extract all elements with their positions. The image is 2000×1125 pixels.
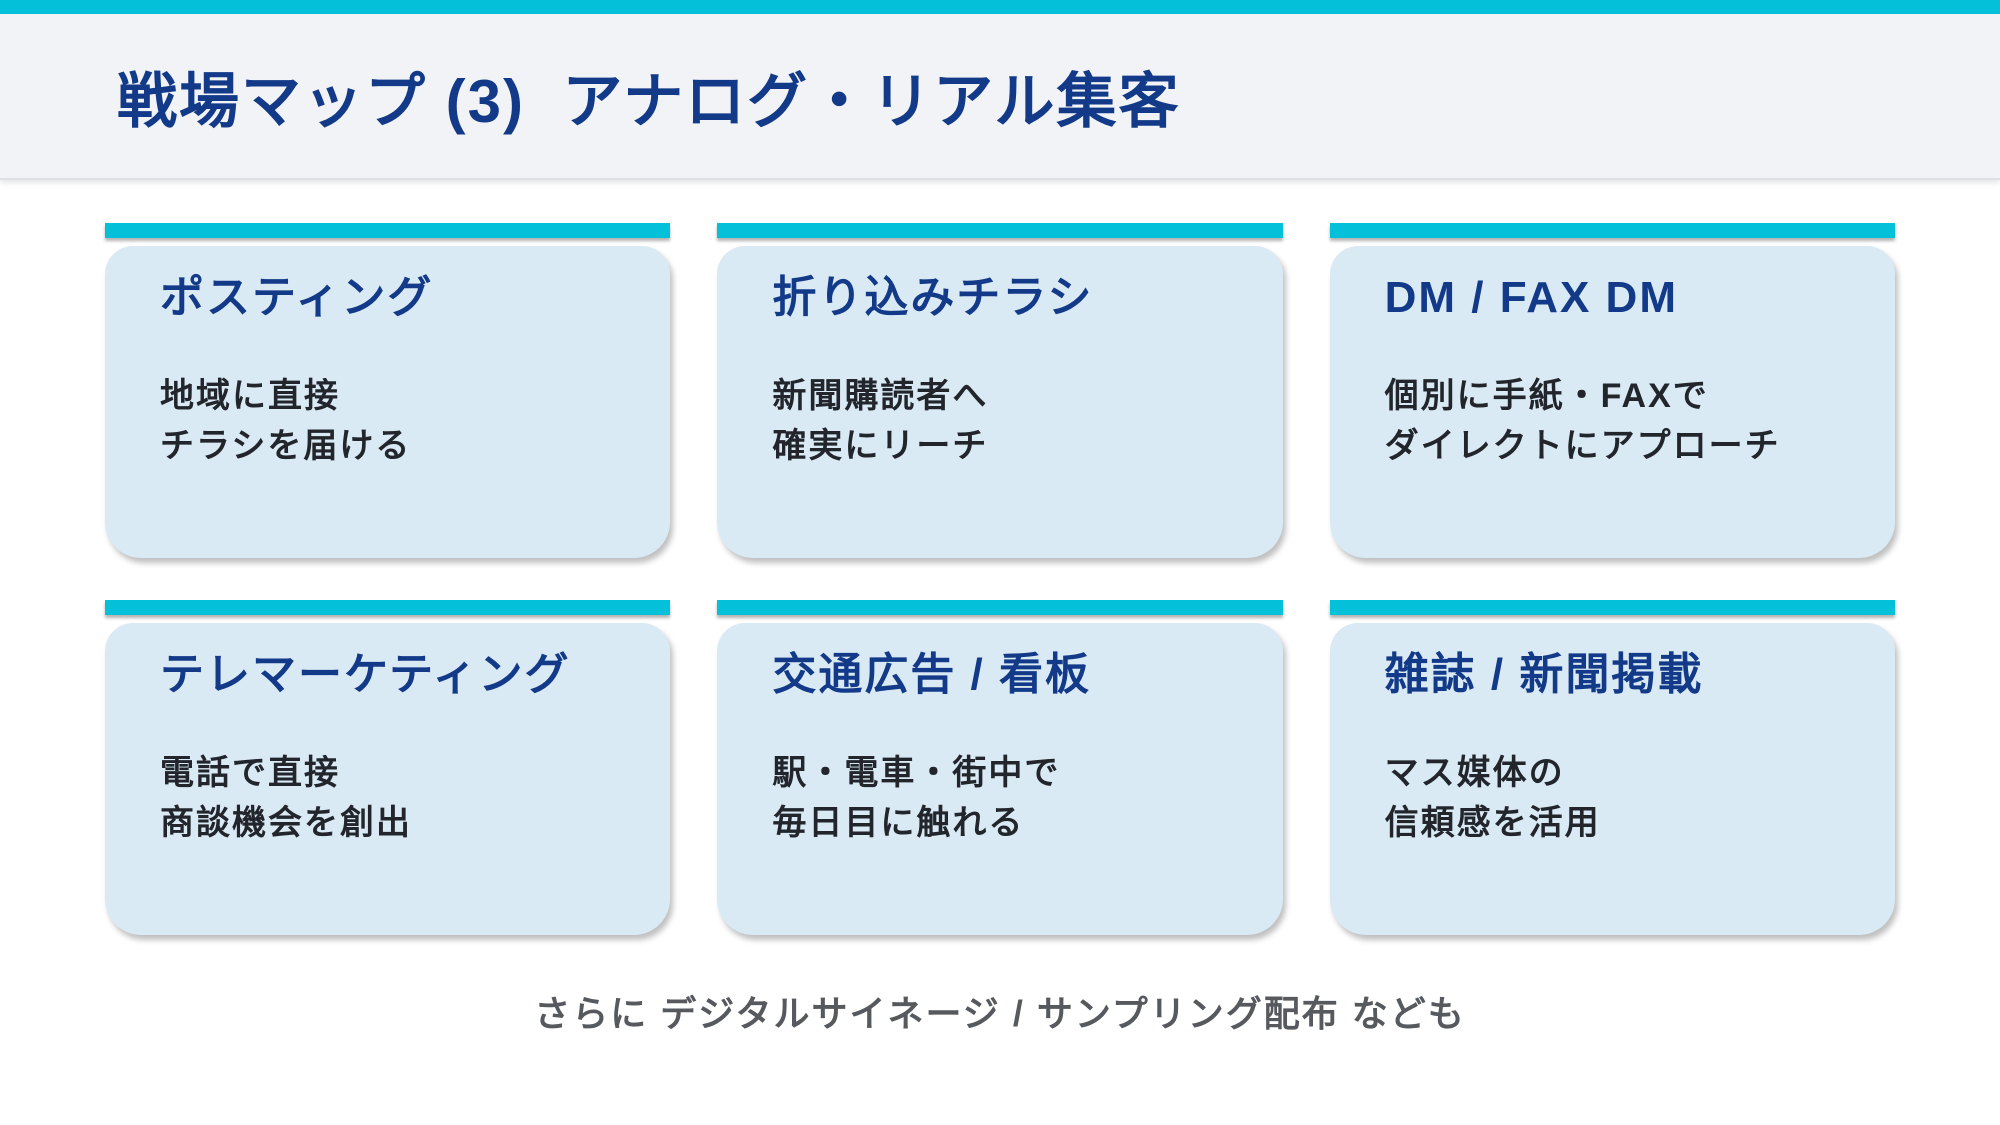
card-title: 交通広告 / 看板 xyxy=(772,650,1092,699)
card-accent-bar xyxy=(105,600,671,615)
footer-note: さらに デジタルサイネージ / サンプリング配布 なども xyxy=(534,993,1466,1034)
card: ポスティング 地域に直接 チラシを届ける xyxy=(105,246,671,558)
card-title: DM / FAX DM xyxy=(1384,273,1678,322)
card-description-line: ダイレクトにアプローチ xyxy=(1384,427,1781,465)
card: 雑誌 / 新聞掲載 マス媒体の 信頼感を活用 xyxy=(1329,623,1895,935)
slide-header: 戦場マップ (3) アナログ・リアル集客 xyxy=(0,14,2000,180)
card-accent-bar xyxy=(717,223,1283,238)
card-title: テレマーケティング xyxy=(160,650,571,699)
card-description: 個別に手紙・FAXで ダイレクトにアプローチ xyxy=(1385,371,1855,471)
card: 折り込みチラシ 新聞購読者へ 確実にリーチ xyxy=(717,246,1283,558)
card-description: 電話で直接 商談機会を創出 xyxy=(160,748,630,848)
card-telemarketing: テレマーケティング 電話で直接 商談機会を創出 xyxy=(105,600,671,935)
card-dm-fax: DM / FAX DM 個別に手紙・FAXで ダイレクトにアプローチ xyxy=(1329,223,1895,558)
card-accent-bar xyxy=(717,600,1283,615)
card-description-line: 新聞購読者へ xyxy=(772,377,989,415)
top-accent-bar xyxy=(0,0,2000,14)
card-accent-bar xyxy=(1329,600,1895,615)
card-title: 折り込みチラシ xyxy=(772,273,1094,322)
card-description-line: 地域に直接 xyxy=(160,377,340,415)
card-description-line: 信頼感を活用 xyxy=(1384,804,1601,842)
card-description-line: 商談機会を創出 xyxy=(160,804,412,842)
card-description-line: 毎日目に触れる xyxy=(772,804,1025,842)
card-description-line: 電話で直接 xyxy=(160,754,340,792)
card: DM / FAX DM 個別に手紙・FAXで ダイレクトにアプローチ xyxy=(1329,246,1895,558)
card-magazine-newspaper: 雑誌 / 新聞掲載 マス媒体の 信頼感を活用 xyxy=(1329,600,1895,935)
card-accent-bar xyxy=(105,223,671,238)
card-insert-flyer: 折り込みチラシ 新聞購読者へ 確実にリーチ xyxy=(717,223,1283,558)
card-description-line: マス媒体の xyxy=(1384,754,1565,792)
card-description-line: チラシを届ける xyxy=(160,427,412,465)
card-description: 地域に直接 チラシを届ける xyxy=(160,371,630,471)
card-description-line: 駅・電車・街中で xyxy=(772,754,1061,792)
page-title: 戦場マップ (3) アナログ・リアル集客 xyxy=(117,67,1181,135)
card-posting: ポスティング 地域に直接 チラシを届ける xyxy=(105,223,671,558)
card: テレマーケティング 電話で直接 商談機会を創出 xyxy=(105,623,671,935)
card-title: 雑誌 / 新聞掲載 xyxy=(1384,650,1704,699)
card-grid: ポスティング 地域に直接 チラシを届ける 折り込みチラシ 新聞購読者へ 確実にリ… xyxy=(105,223,1895,935)
card-title: ポスティング xyxy=(160,273,434,322)
card-description: 駅・電車・街中で 毎日目に触れる xyxy=(772,748,1242,848)
card-transit-ads: 交通広告 / 看板 駅・電車・街中で 毎日目に触れる xyxy=(717,600,1283,935)
card-accent-bar xyxy=(1329,223,1895,238)
card: 交通広告 / 看板 駅・電車・街中で 毎日目に触れる xyxy=(717,623,1283,935)
card-description-line: 個別に手紙・FAXで xyxy=(1384,377,1709,415)
card-description-line: 確実にリーチ xyxy=(772,427,989,465)
card-description: 新聞購読者へ 確実にリーチ xyxy=(772,371,1242,471)
card-description: マス媒体の 信頼感を活用 xyxy=(1385,748,1855,848)
